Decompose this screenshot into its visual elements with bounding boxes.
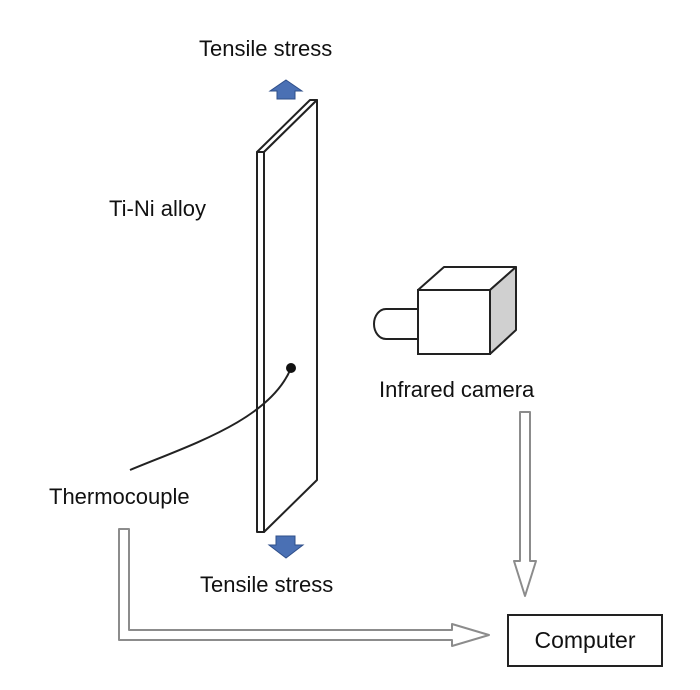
infrared-camera-icon bbox=[373, 266, 517, 355]
tensile-stress-label-top: Tensile stress bbox=[199, 36, 333, 61]
ti-ni-alloy-plate bbox=[256, 99, 318, 533]
tensile-stress-arrow-down bbox=[267, 535, 305, 559]
thermocouple-to-computer-arrow bbox=[118, 528, 490, 647]
ti-ni-alloy-label: Ti-Ni alloy bbox=[109, 196, 206, 221]
infrared-camera-label: Infrared camera bbox=[379, 377, 535, 402]
tensile-stress-label-bottom: Tensile stress bbox=[200, 572, 334, 597]
thermocouple-label: Thermocouple bbox=[49, 484, 190, 509]
camera-to-computer-arrow bbox=[513, 411, 537, 597]
thermocouple-contact-point bbox=[286, 363, 296, 373]
camera-body-front bbox=[417, 289, 491, 355]
computer-box: Computer bbox=[507, 614, 663, 667]
tensile-stress-arrow-up bbox=[268, 79, 304, 100]
camera-lens bbox=[373, 308, 419, 340]
plate-side-face bbox=[256, 151, 265, 533]
thermocouple-wire bbox=[129, 367, 292, 471]
computer-label: Computer bbox=[534, 627, 636, 653]
plate-front-face bbox=[263, 99, 318, 533]
